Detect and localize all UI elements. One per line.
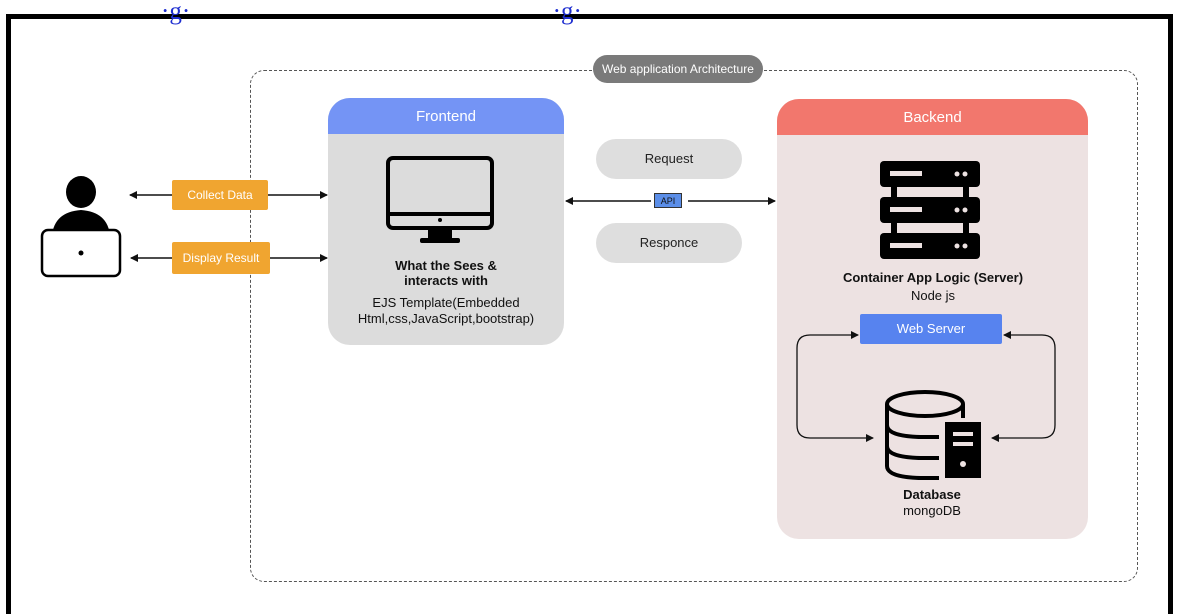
request-pill: Request: [596, 139, 742, 179]
frontend-caption-line2: interacts with: [404, 273, 488, 288]
database-title: Database: [903, 487, 961, 502]
architecture-label: Web application Architecture: [593, 55, 763, 83]
right-loop-arrow: [991, 331, 1056, 442]
frontend-title: Frontend: [328, 98, 564, 134]
page-heading-cut: ·g· ·g·: [161, 0, 582, 25]
user-laptop-icon: [40, 176, 122, 278]
server-subtitle: Node js: [910, 288, 956, 303]
backend-title: Backend: [777, 99, 1088, 135]
frontend-detail-line1: EJS Template(Embedded: [372, 295, 520, 310]
server-title: Container App Logic (Server): [842, 270, 1024, 285]
database-subtitle: mongoDB: [903, 503, 961, 518]
frontend-panel: Frontend: [328, 98, 564, 345]
server-rack-icon: [880, 161, 980, 259]
frontend-detail-line2: Html,css,JavaScript,bootstrap): [357, 311, 535, 326]
api-badge: API: [654, 193, 682, 208]
database-icon: [885, 390, 981, 480]
left-loop-arrow: [796, 331, 874, 442]
response-pill: Responce: [596, 223, 742, 263]
web-server-box: Web Server: [860, 314, 1002, 344]
frontend-caption-line1: What the Sees &: [395, 258, 497, 273]
monitor-icon: [386, 156, 494, 243]
display-result-tag: Display Result: [172, 242, 270, 274]
collect-data-tag: Collect Data: [172, 180, 268, 210]
